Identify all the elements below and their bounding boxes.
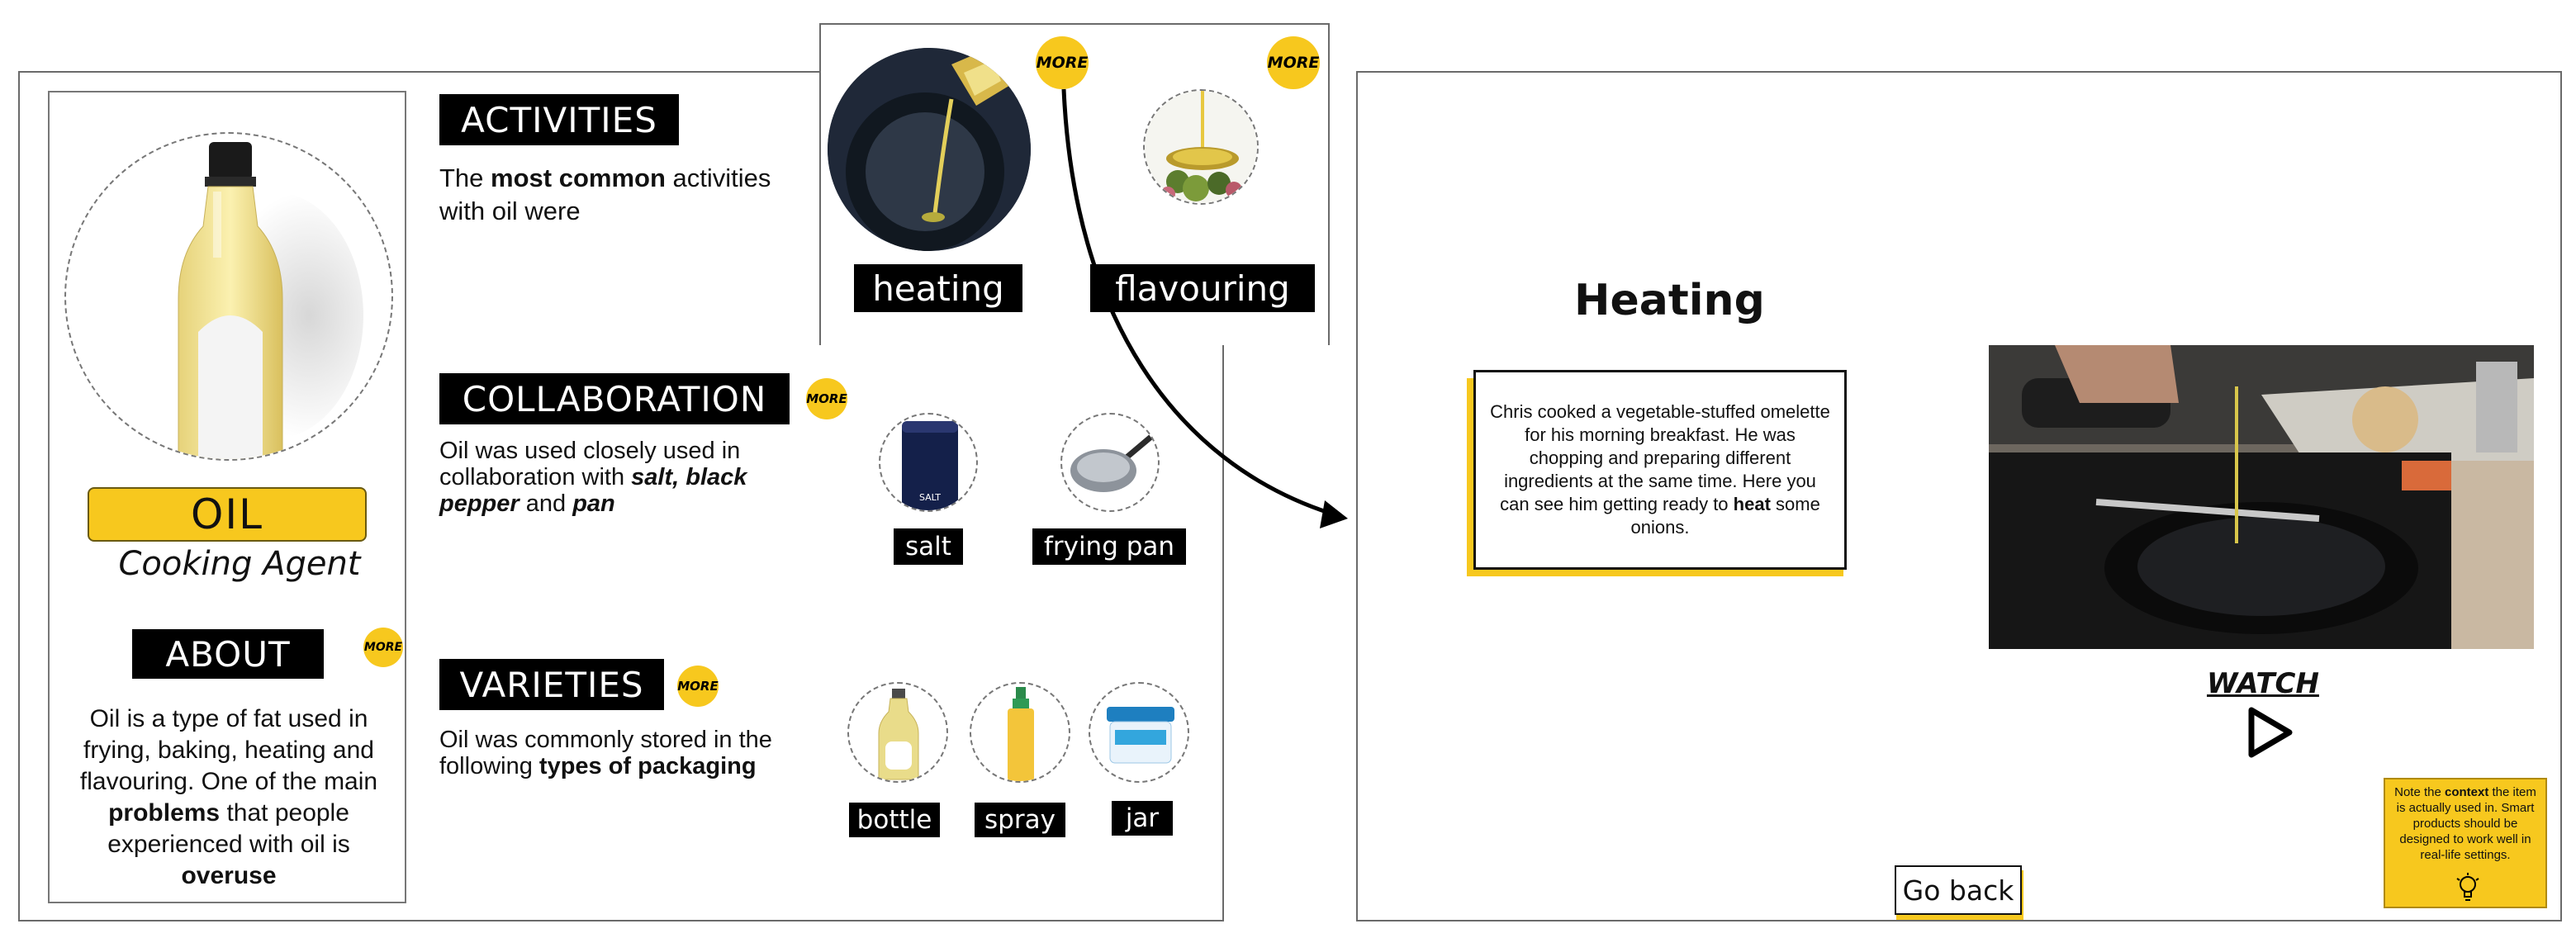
jar-image[interactable] (1089, 682, 1189, 783)
frying-pan-label[interactable]: frying pan (1032, 528, 1186, 565)
play-icon[interactable] (2243, 705, 2296, 760)
note-text: Note the context the item is actually us… (2394, 785, 2536, 862)
oil-label-badge: OIL (88, 487, 367, 542)
varieties-heading: VARIETIES (439, 659, 664, 710)
story-card: Chris cooked a vegetable-stuffed omelett… (1473, 370, 1847, 570)
heating-label[interactable]: heating (854, 264, 1022, 312)
detail-title: Heating (1574, 276, 1765, 325)
bottle-image[interactable] (847, 682, 948, 783)
go-back-button[interactable]: Go back (1895, 865, 2022, 915)
varieties-more-button[interactable]: MORE (677, 666, 719, 707)
varieties-text: Oil was commonly stored in the following… (439, 727, 772, 779)
about-text: Oil is a type of fat used in frying, bak… (79, 705, 378, 889)
collaboration-more-button[interactable]: MORE (806, 378, 847, 419)
jar-label[interactable]: jar (1112, 801, 1173, 836)
salt-jar-text: SALT (919, 492, 941, 503)
spray-image[interactable] (970, 682, 1070, 783)
oil-label: OIL (191, 490, 263, 538)
story-text: Chris cooked a vegetable-stuffed omelett… (1490, 401, 1830, 538)
video-thumbnail[interactable] (1989, 345, 2534, 649)
salt-image[interactable]: SALT (879, 413, 978, 512)
heating-more-button[interactable]: MORE (1036, 36, 1089, 89)
salt-label[interactable]: salt (894, 528, 963, 565)
watch-label[interactable]: WATCH (2207, 667, 2319, 700)
collaboration-text: Oil was used closely used in collaborati… (439, 438, 747, 517)
flavouring-more-button[interactable]: MORE (1267, 36, 1320, 89)
about-heading: ABOUT (132, 629, 324, 679)
about-more-button[interactable]: MORE (363, 628, 403, 667)
frying-pan-image[interactable] (1060, 413, 1160, 512)
lightbulb-icon (2455, 872, 2481, 905)
flavouring-label[interactable]: flavouring (1090, 264, 1315, 312)
note-card: Note the context the item is actually us… (2384, 778, 2547, 908)
heating-image[interactable] (828, 48, 1031, 251)
activities-heading: ACTIVITIES (439, 94, 679, 145)
bottle-label[interactable]: bottle (849, 803, 940, 837)
oil-bottle-image (64, 132, 393, 461)
spray-label[interactable]: spray (975, 803, 1065, 837)
oil-subtitle: Cooking Agent (118, 545, 361, 583)
flavouring-image[interactable] (1143, 89, 1259, 205)
activities-text: The most common activities with oil were (439, 163, 771, 225)
collaboration-heading: COLLABORATION (439, 373, 790, 424)
